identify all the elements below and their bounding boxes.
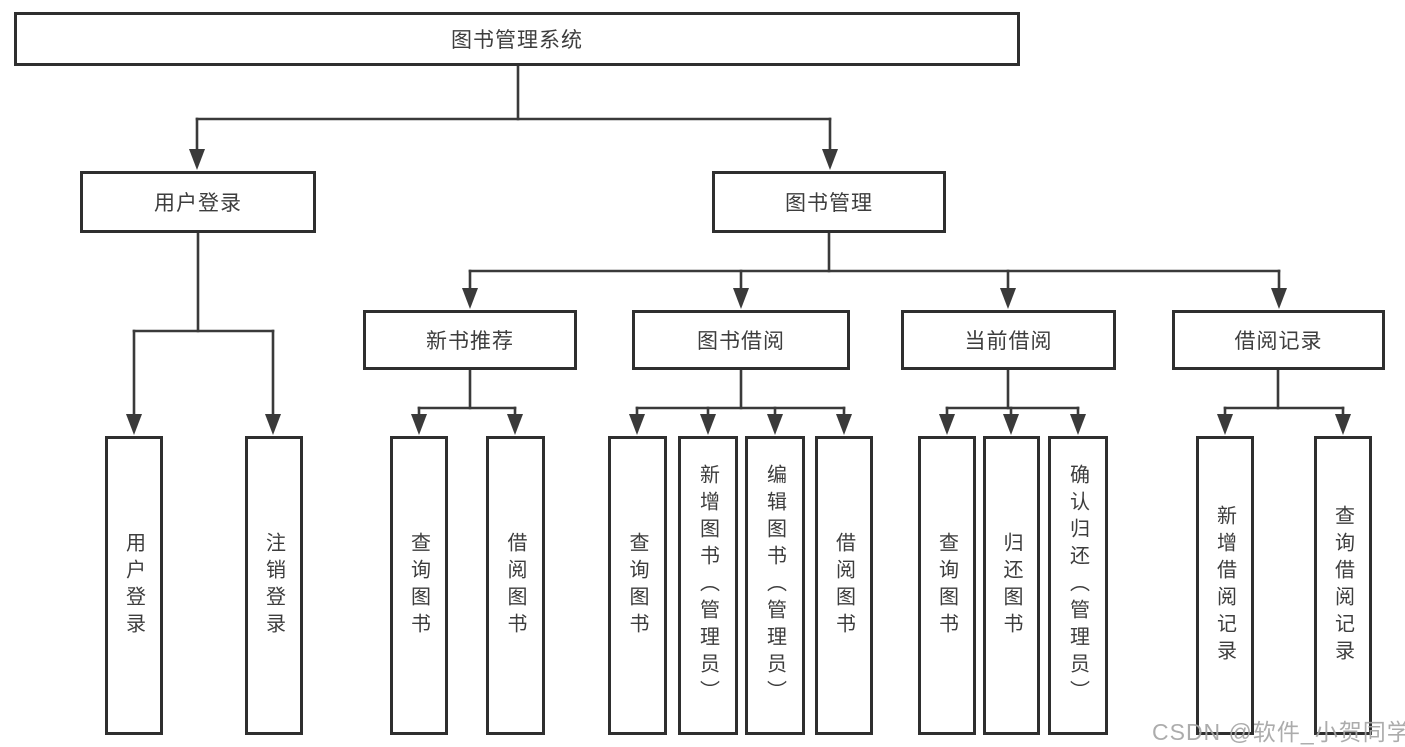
node-borrow-records: 借阅记录 [1172, 310, 1385, 370]
node-current-borrowing: 当前借阅 [901, 310, 1116, 370]
arrowhead [1070, 414, 1086, 435]
arrowhead [189, 149, 205, 170]
arrowhead [767, 414, 783, 435]
leaf-add-books-admin: 新增图书（管理员） [678, 436, 738, 735]
arrowhead [733, 288, 749, 309]
leaf-borrowing-borrow-books: 借阅图书 [815, 436, 873, 735]
arrowhead [265, 414, 281, 435]
leaf-recommend-borrow-books: 借阅图书 [486, 436, 545, 735]
leaf-logout: 注销登录 [245, 436, 303, 735]
arrowhead [1000, 288, 1016, 309]
arrowhead [1271, 288, 1287, 309]
node-book-management: 图书管理 [712, 171, 946, 233]
arrowhead [1003, 414, 1019, 435]
leaf-user-login: 用户登录 [105, 436, 163, 735]
leaf-borrowing-query-books: 查询图书 [608, 436, 667, 735]
arrowhead [507, 414, 523, 435]
arrowhead [700, 414, 716, 435]
csdn-watermark: CSDN @软件_小贺同学 [1152, 719, 1405, 745]
arrowhead [462, 288, 478, 309]
leaf-query-borrow-record: 查询借阅记录 [1314, 436, 1372, 735]
arrowhead [939, 414, 955, 435]
node-new-book-recommend: 新书推荐 [363, 310, 577, 370]
arrowhead [1335, 414, 1351, 435]
arrowhead [411, 414, 427, 435]
leaf-recommend-query-books: 查询图书 [390, 436, 448, 735]
arrowhead [629, 414, 645, 435]
leaf-current-query-books: 查询图书 [918, 436, 976, 735]
arrowhead [822, 149, 838, 170]
leaf-confirm-return-admin: 确认归还（管理员） [1048, 436, 1108, 735]
leaf-add-borrow-record: 新增借阅记录 [1196, 436, 1254, 735]
arrowhead [836, 414, 852, 435]
node-user-login: 用户登录 [80, 171, 316, 233]
node-root-library-system: 图书管理系统 [14, 12, 1020, 66]
node-book-borrowing: 图书借阅 [632, 310, 850, 370]
leaf-return-books: 归还图书 [983, 436, 1040, 735]
arrowhead [126, 414, 142, 435]
arrowhead [1217, 414, 1233, 435]
leaf-edit-books-admin: 编辑图书（管理员） [745, 436, 805, 735]
